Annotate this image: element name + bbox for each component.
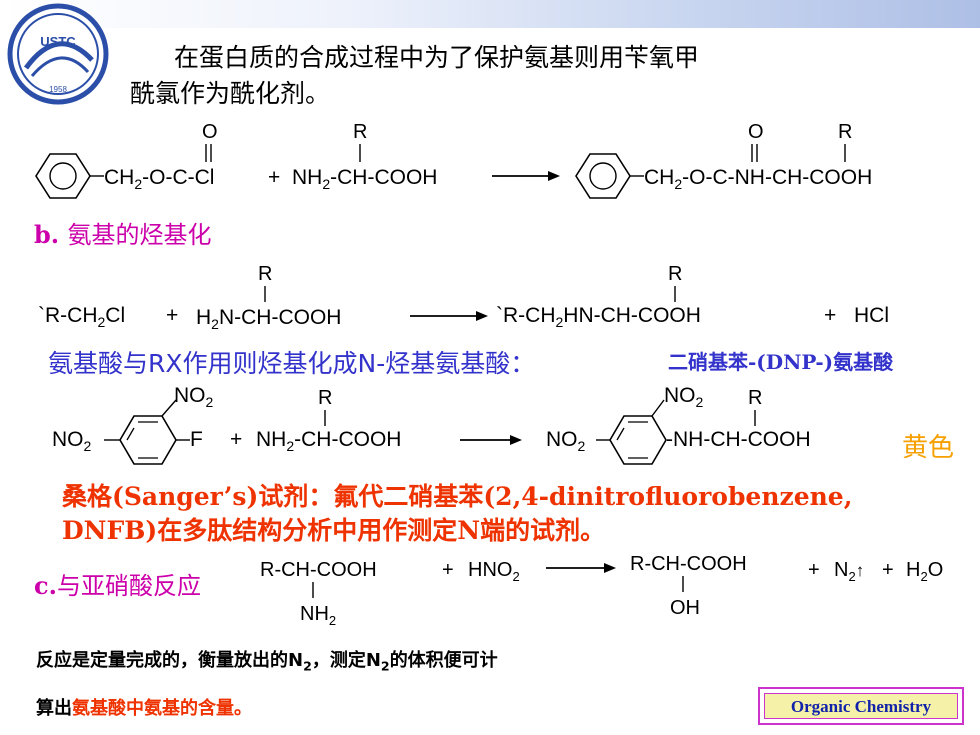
page-title: 在蛋白质的合成过程中为了保护氨基则用苄氧甲 酰氯作为酰化剂。 xyxy=(130,43,700,108)
svg-text:N2↑: N2↑ xyxy=(834,559,864,584)
hydroxy-acid: R-CH-COOH xyxy=(630,553,747,575)
quantitative-note-line2: 算出氨基酸中氨基的含量。 xyxy=(36,698,252,719)
reaction-alkylation: `R-CH2Cl + H2N-CH-COOH R `R-CH2HN-CH-COO… xyxy=(38,263,889,332)
svg-text:NH2-CH-COOH: NH2-CH-COOH xyxy=(256,428,401,454)
reagent-ch: CH xyxy=(104,166,134,189)
no2-top: NO xyxy=(174,384,206,407)
product-side-chain-r: R xyxy=(838,121,852,143)
svg-text:NH2: NH2 xyxy=(300,603,336,628)
yellow-color-label: 黄色 xyxy=(902,432,954,462)
product-no2-top: NO xyxy=(664,384,696,407)
nitrogen-gas: N xyxy=(834,559,848,581)
amine-h: H xyxy=(196,306,211,329)
product-no2-left: NO xyxy=(546,428,578,451)
product-alkyl: `R-CH xyxy=(496,304,555,327)
benzene-ring-icon xyxy=(35,153,91,199)
amino-group: NH xyxy=(300,603,329,625)
plus-sign: + xyxy=(166,304,178,327)
water: H xyxy=(906,559,920,581)
organic-chemistry-badge: Organic Chemistry xyxy=(758,687,964,725)
svg-text:H2N-CH-COOH: H2N-CH-COOH xyxy=(196,306,341,332)
quantitative-note: 反应是定量完成的，衡量放出的N2，测定N2的体积便可计 xyxy=(36,650,498,674)
svg-text:CH2-O-C-Cl: CH2-O-C-Cl xyxy=(104,166,214,192)
product-carbonyl-o: O xyxy=(748,121,764,143)
svg-text:CH2-O-C-NH-CH-COOH: CH2-O-C-NH-CH-COOH xyxy=(644,166,872,192)
product-ch: CH xyxy=(644,166,674,189)
product-side-chain-r: R xyxy=(748,387,762,409)
svg-text:`R-CH2Cl: `R-CH2Cl xyxy=(38,304,125,330)
dinitrobenzene-ring-icon xyxy=(119,415,177,465)
section-b-heading: b. 氨基的烃基化 xyxy=(34,220,212,249)
svg-text:NH2-CH-COOH: NH2-CH-COOH xyxy=(292,166,437,192)
svg-text:NO2: NO2 xyxy=(546,428,586,454)
product-side-chain-r: R xyxy=(668,263,682,285)
carbonyl-o: O xyxy=(202,121,218,143)
gas-arrow-icon: ↑ xyxy=(856,561,865,580)
amino-nh: NH xyxy=(292,166,322,189)
svg-text:`R-CH2HN-CH-COOH: `R-CH2HN-CH-COOH xyxy=(496,304,701,330)
svg-text:NO2: NO2 xyxy=(52,428,92,454)
nitrous-acid: HNO xyxy=(468,559,512,581)
header-band xyxy=(0,0,980,28)
dnp-ring-icon xyxy=(609,415,667,465)
plus-sign: + xyxy=(442,559,454,581)
benzene-ring-product-icon xyxy=(575,153,631,199)
plus-sign: + xyxy=(268,166,280,189)
hydroxy-group: OH xyxy=(670,597,700,619)
amino-acid-left: R-CH-COOH xyxy=(260,559,377,581)
side-chain-r: R xyxy=(318,387,332,409)
hcl: HCl xyxy=(854,304,889,327)
plus-sign-3: + xyxy=(882,559,894,581)
sanger-reagent-description: 桑格(Sanger’s)试剂：氟代二硝基苯(2,4-dinitrofluorob… xyxy=(62,482,853,545)
plus-sign-2: + xyxy=(808,559,820,581)
svg-text:HNO2: HNO2 xyxy=(468,559,520,584)
reaction-sanger: NO2 NO2 F + NH2-CH-COOH R NO2 NO2 -NH-CH… xyxy=(52,384,954,465)
section-c-heading: c.与亚硝酸反应 xyxy=(34,571,201,600)
reaction-benzyloxycarbonyl: CH2-O-C-Cl O + NH2-CH-COOH R CH2-O-C-NH-… xyxy=(35,121,872,199)
plus-sign: + xyxy=(230,428,242,451)
svg-text:NO2: NO2 xyxy=(664,384,704,410)
alkylation-description: 氨基酸与RX作用则烃基化成N-烃基氨基酸： xyxy=(48,349,536,378)
no2-left: NO xyxy=(52,428,84,451)
logo-year: 1958 xyxy=(49,85,67,94)
product-chain: -NH-CH-COOH xyxy=(666,428,811,451)
plus-sign-2: + xyxy=(824,304,836,327)
dnp-amino-acid-label: 二硝基苯-(DNP-)氨基酸 xyxy=(668,350,894,374)
side-chain-r: R xyxy=(353,121,367,143)
alkyl-halide: `R-CH xyxy=(38,304,97,327)
reaction-nitrous-acid: R-CH-COOH NH2 + HNO2 R-CH-COOH OH + N2↑ … xyxy=(260,553,943,628)
side-chain-r: R xyxy=(258,263,272,285)
logo-top-text: USTC xyxy=(40,34,76,49)
fluorine: F xyxy=(190,428,203,451)
svg-text:NO2: NO2 xyxy=(174,384,214,410)
amino-nh: NH xyxy=(256,428,286,451)
badge-label: Organic Chemistry xyxy=(764,693,958,719)
university-logo-icon: USTC 1958 xyxy=(7,3,109,105)
svg-text:H2O: H2O xyxy=(906,559,943,584)
